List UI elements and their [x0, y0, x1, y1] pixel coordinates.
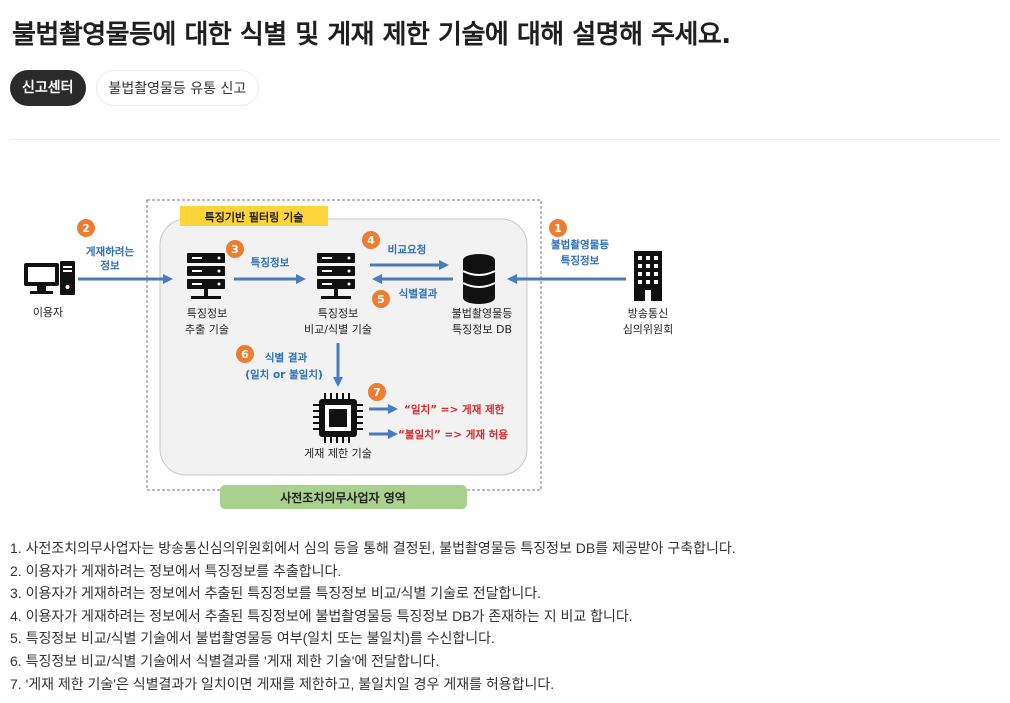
database-icon	[462, 254, 496, 304]
list-item: 1. 사전조치의무사업자는 방송통신심의위원회에서 심의 등을 통해 결정된, …	[10, 540, 736, 556]
page-title: 불법촬영물등에 대한 식별 및 게재 제한 기술에 대해 설명해 주세요.	[12, 20, 731, 50]
step-1-label-2: 특징정보	[561, 254, 600, 267]
outcome-mismatch: “불일치” => 게재 허용	[398, 428, 508, 441]
step-2-number: 2	[82, 222, 90, 235]
building-icon	[634, 251, 662, 301]
divider	[10, 139, 1000, 140]
step-4-number: 4	[367, 234, 375, 247]
kcsc-label-2: 심의위원회	[623, 323, 674, 336]
step-5-number: 5	[377, 293, 385, 306]
kcsc-label-1: 방송통신	[628, 307, 668, 320]
computer-icon	[24, 261, 75, 295]
step-3-label: 특징정보	[251, 256, 290, 269]
step-1-badge	[549, 219, 567, 237]
extract-server-icon	[187, 253, 225, 299]
list-item: 6. 특징정보 비교/식별 기술에서 식별결과를 '게재 제한 기술'에 전달합…	[10, 652, 440, 669]
limit-label: 게재 제한 기술	[304, 447, 372, 460]
step-6-badge	[236, 345, 254, 363]
compare-label-1: 특징정보	[318, 307, 358, 320]
step-6-label-1: 식별 결과	[265, 351, 308, 364]
step-2-label-2: 정보	[100, 259, 120, 272]
list-item: 3. 이용자가 게재하려는 정보에서 추출된 특징정보를 특징정보 비교/식별 …	[10, 585, 542, 602]
list-item: 2. 이용자가 게재하려는 정보에서 특징정보를 추출합니다.	[10, 562, 342, 579]
filtering-diagram: 특징기반 필터링 기술 사전조치의무사업자 영역 이용자 2 게재하려는 정보 …	[24, 199, 674, 509]
step-4-badge	[362, 231, 380, 249]
step-7-number: 7	[373, 386, 381, 399]
extract-label-1: 특징정보	[187, 307, 227, 320]
list-item: 5. 특징정보 비교/식별 기술에서 불법촬영물등 여부(일치 또는 불일치)를…	[10, 630, 495, 647]
step-5-badge	[372, 290, 390, 308]
step-6-label-2: (일치 or 불일치)	[245, 368, 323, 381]
tag-illegal-content-report[interactable]: 불법촬영물등 유통 신고	[95, 70, 260, 106]
zone-label: 사전조치의무사업자 영역	[280, 490, 406, 505]
zone-label-box	[220, 485, 467, 509]
chip-icon	[313, 393, 363, 443]
step-3-number: 3	[231, 243, 239, 256]
step-3-badge	[226, 240, 244, 258]
step-5-label: 식별결과	[399, 287, 438, 300]
user-label: 이용자	[33, 306, 63, 319]
tag-report-center[interactable]: 신고센터	[10, 70, 86, 106]
step-7-badge	[368, 383, 386, 401]
db-label-1: 불법촬영물등	[452, 307, 513, 320]
step-6-number: 6	[241, 348, 249, 361]
compare-label-2: 비교/식별 기술	[304, 323, 372, 336]
tag-list: 신고센터 불법촬영물등 유통 신고	[10, 70, 260, 106]
filtering-panel	[159, 218, 528, 476]
db-label-2: 특징정보 DB	[452, 323, 512, 336]
step-2-label-1: 게재하려는	[86, 245, 135, 258]
extract-label-2: 추출 기술	[185, 323, 229, 336]
step-4-label: 비교요청	[388, 243, 427, 256]
step-list: 1. 사전조치의무사업자는 방송통신심의위원회에서 심의 등을 통해 결정된, …	[10, 537, 736, 695]
filter-label: 특징기반 필터링 기술	[205, 210, 304, 224]
outcome-match: “일치” => 게재 제한	[404, 403, 505, 416]
step-1-number: 1	[554, 222, 562, 235]
compare-server-icon	[317, 253, 355, 299]
list-item: 4. 이용자가 게재하려는 정보에서 추출된 특징정보에 불법촬영물등 특징정보…	[10, 607, 633, 624]
step-2-badge	[77, 219, 95, 237]
list-item: 7. '게재 제한 기술'은 식별결과가 일치이면 게재를 제한하고, 불일치일…	[10, 675, 555, 692]
filter-label-box	[180, 206, 328, 226]
step-1-label-1: 불법촬영물등	[551, 238, 609, 251]
